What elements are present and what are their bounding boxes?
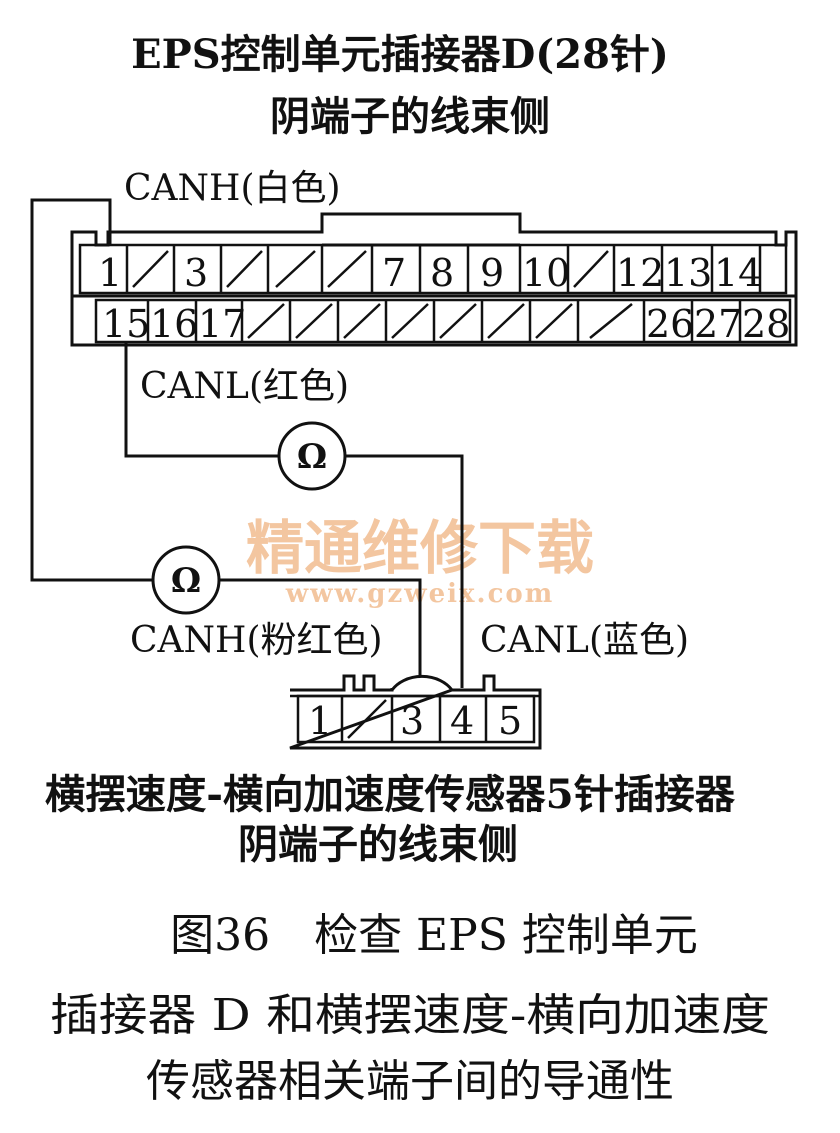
ecu-pin-3: 3 — [184, 251, 208, 295]
ecu-pin-28: 28 — [742, 302, 790, 346]
ecu-top-row — [78, 243, 788, 295]
ecu-pin-15: 15 — [102, 302, 150, 346]
ecu-pin-27: 27 — [694, 302, 742, 346]
ohmmeter-icon — [151, 545, 221, 615]
ecu-connector: 1 3 7 8 9 10 12 13 14 15 16 17 26 27 28 — [70, 212, 798, 347]
ecu-connector-title: EPS控制单元插接器D(28针) — [131, 31, 669, 78]
ecu-pin-9: 9 — [480, 251, 504, 295]
ohm-symbol: Ω — [297, 437, 327, 477]
ecu-pin-13: 13 — [664, 251, 712, 295]
wire-canl-to-sensor — [346, 454, 464, 688]
ecu-pin-7: 7 — [382, 251, 406, 295]
figure-caption-line3: 传感器相关端子间的导通性 — [146, 1056, 674, 1107]
wire-label-canl-blue: CANL(蓝色) — [480, 620, 689, 661]
sensor-empty-slash — [347, 699, 387, 739]
ecu-pin-1: 1 — [98, 251, 122, 295]
ohmmeter-2: Ω — [151, 545, 221, 615]
sensor-connector: 1 3 4 5 — [289, 674, 542, 750]
ecu-bottom-empty-slashes — [247, 303, 633, 339]
ecu-top-empty-slashes — [132, 250, 609, 288]
sensor-lock-arch — [390, 674, 454, 691]
ecu-pin-10: 10 — [522, 251, 570, 295]
figure-caption-line2: 插接器 D 和横摆速度-横向加速度 — [50, 990, 770, 1041]
sensor-pin-1: 1 — [308, 699, 332, 743]
wire-label-canh-pink: CANH(粉红色) — [130, 620, 383, 661]
ecu-bottom-row — [94, 298, 792, 344]
ohmmeter-icon — [277, 421, 347, 491]
sensor-connector-title: 横摆速度-横向加速度传感器5针插接器 — [45, 771, 736, 818]
ecu-pin-26: 26 — [646, 302, 694, 346]
sensor-connector-subtitle: 阴端子的线束侧 — [238, 821, 518, 868]
wire-label-canl-red: CANL(红色) — [140, 366, 349, 407]
figure-caption-line1: 图36 检查 EPS 控制单元 — [170, 910, 698, 961]
sensor-pin-5: 5 — [498, 699, 522, 743]
ecu-pin-17: 17 — [198, 302, 246, 346]
watermark-text: 精通维修下载 — [246, 514, 594, 582]
ecu-pin-16: 16 — [150, 302, 198, 346]
ecu-pin-14: 14 — [714, 251, 762, 295]
sensor-housing — [289, 674, 542, 750]
ecu-connector-subtitle: 阴端子的线束侧 — [270, 93, 550, 140]
sensor-pin-row — [296, 694, 536, 744]
ecu-top-dividers — [125, 245, 762, 293]
wire-canh-to-sensor — [220, 578, 422, 676]
wire-canh — [30, 198, 152, 582]
ohm-symbol: Ω — [171, 561, 201, 601]
ecu-bottom-dividers — [146, 300, 742, 342]
wire-label-canh-white: CANH(白色) — [124, 168, 341, 209]
wire-canl — [124, 342, 278, 458]
wiring — [30, 198, 464, 688]
ecu-pin-8: 8 — [430, 251, 454, 295]
sensor-pin-4: 4 — [450, 699, 474, 743]
ohmmeter-1: Ω — [277, 421, 347, 491]
ecu-pin-12: 12 — [616, 251, 664, 295]
sensor-pin-3: 3 — [400, 699, 424, 743]
